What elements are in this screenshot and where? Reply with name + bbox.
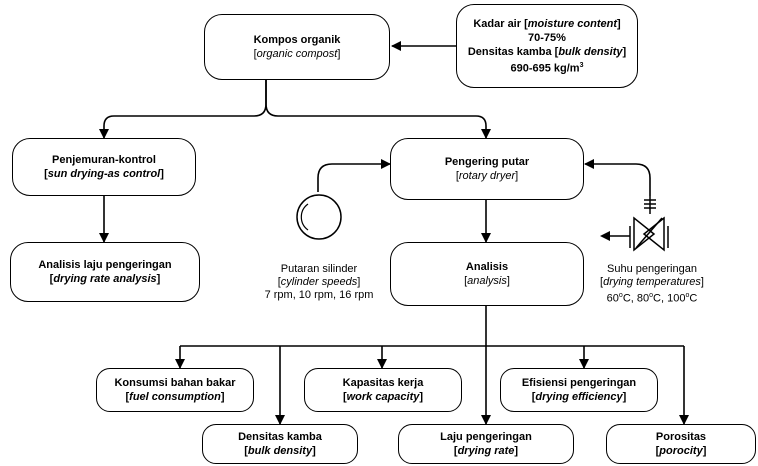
node-title: Porositas [655, 431, 707, 443]
node-subtitle: bulk density [247, 445, 313, 457]
node-fuel-consumption: Konsumsi bahan bakar [fuel consumption] [96, 368, 254, 412]
moisture-content-label: moisture content [527, 17, 617, 30]
node-drying-efficiency: Efisiensi pengeringan [drying efficiency… [500, 368, 658, 412]
node-porosity: Porositas [porocity] [606, 424, 756, 464]
node-subtitle: drying rate analysis [53, 273, 157, 285]
cylinder-speed-label: Putaran silinder [cylinder speeds] 7 rpm… [264, 263, 374, 301]
node-drying-rate: Laju pengeringan [drying rate] [398, 424, 574, 464]
node-title: Penjemuran-kontrol [52, 154, 156, 166]
node-subtitle: drying efficiency [535, 391, 623, 403]
node-subtitle: analysis [467, 275, 507, 287]
node-title: Konsumsi bahan bakar [114, 377, 236, 389]
node-work-capacity: Kapasitas kerja [work capacity] [304, 368, 462, 412]
node-title: Kompos organik [253, 34, 341, 46]
node-analysis: Analisis [analysis] [390, 242, 584, 306]
cylinder-icon [296, 194, 342, 240]
bulk-density-label: bulk density [558, 45, 623, 58]
arrow-compost-to-rotary [265, 80, 491, 139]
arrow-speed-to-rotary [317, 159, 391, 192]
node-subtitle: porocity [659, 445, 703, 457]
node-subtitle: work capacity [346, 391, 420, 403]
node-organic-compost: Kompos organik [organic compost] [204, 14, 390, 80]
node-title: Analisis [465, 261, 509, 273]
node-subtitle: organic compost [256, 48, 338, 60]
node-bulk-density: Densitas kamba [bulk density] [202, 424, 358, 464]
node-drying-rate-analysis: Analisis laju pengeringan [drying rate a… [10, 242, 200, 302]
node-title: Kapasitas kerja [342, 377, 424, 389]
node-subtitle: rotary dryer [458, 170, 516, 182]
node-title: Densitas kamba [238, 431, 322, 443]
node-subtitle: fuel consumption [129, 391, 221, 403]
bulk-density-value: 690-695 kg/m3 [510, 61, 584, 75]
node-input-properties: Kadar air [moisture content] 70-75% Dens… [456, 4, 638, 88]
arrow-temp-to-rotary [584, 159, 651, 196]
node-title: Analisis laju pengeringan [38, 259, 172, 271]
node-sun-drying-control: Penjemuran-kontrol [sun drying-as contro… [12, 138, 196, 196]
node-rotary-dryer: Pengering putar [rotary dryer] [390, 138, 584, 200]
node-title: Pengering putar [444, 156, 530, 168]
drying-temperature-label: Suhu pengeringan [drying temperatures] 6… [588, 263, 716, 306]
heater-valve-icon [600, 196, 669, 252]
node-subtitle: sun drying-as control [47, 168, 161, 180]
node-title: Efisiensi pengeringan [521, 377, 637, 389]
node-subtitle: drying rate [457, 445, 515, 457]
node-title: Laju pengeringan [440, 431, 532, 443]
temperature-values: 60oC, 80oC, 100oC [606, 292, 698, 305]
arrow-compost-to-sun [99, 80, 267, 139]
moisture-content-value: 70-75% [528, 31, 566, 44]
